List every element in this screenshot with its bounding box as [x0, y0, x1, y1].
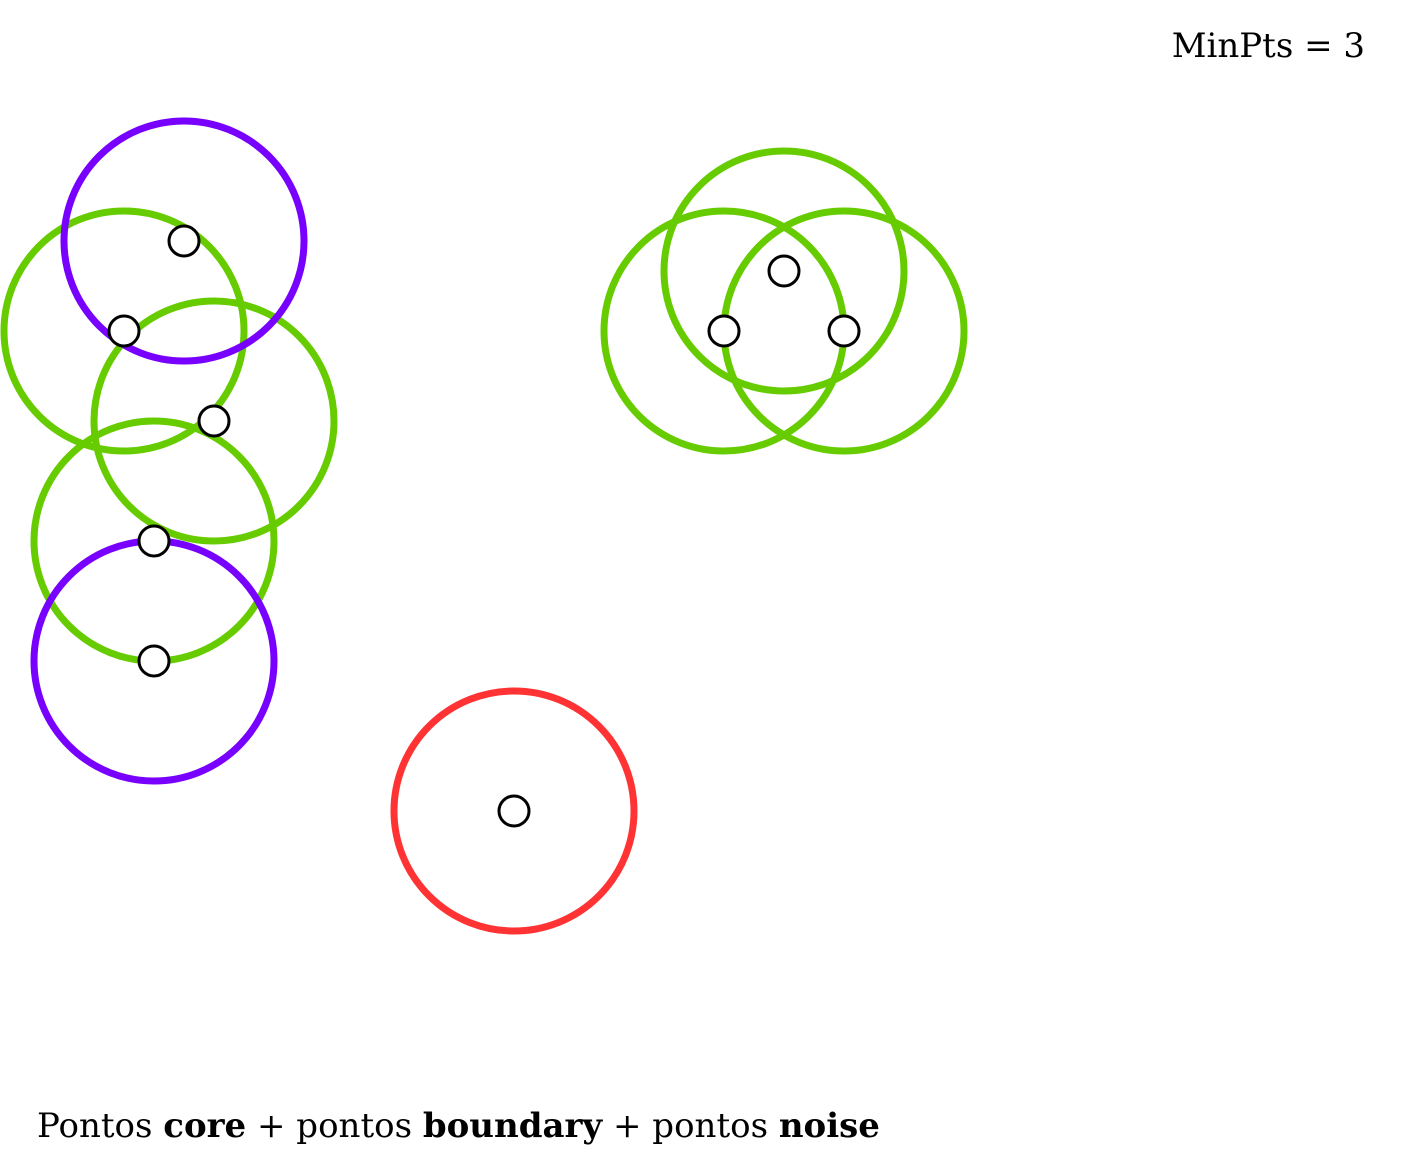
- noise-neighborhood-ring: [390, 687, 638, 935]
- core-point: [137, 524, 171, 558]
- core-point: [107, 314, 141, 348]
- core-point: [767, 254, 801, 288]
- caption-text-1: Pontos: [37, 1106, 164, 1146]
- caption-boundary: boundary: [422, 1106, 603, 1146]
- core-neighborhood-ring: [660, 147, 908, 395]
- caption-text-2: + pontos: [246, 1106, 423, 1146]
- core-neighborhood-ring: [90, 297, 338, 545]
- boundary-point: [137, 644, 171, 678]
- caption-core: core: [163, 1106, 247, 1146]
- core-point: [827, 314, 861, 348]
- minpts-label: MinPts = 3: [1171, 26, 1365, 66]
- neighborhood-rings: [0, 117, 968, 935]
- core-point: [707, 314, 741, 348]
- core-neighborhood-ring: [0, 207, 248, 455]
- boundary-point: [167, 224, 201, 258]
- caption-noise: noise: [778, 1106, 880, 1146]
- caption: Pontos core + pontos boundary + pontos n…: [37, 1106, 880, 1146]
- noise-point: [497, 794, 531, 828]
- core-point: [197, 404, 231, 438]
- boundary-neighborhood-ring: [60, 117, 308, 365]
- caption-text-3: + pontos: [602, 1106, 779, 1146]
- data-points: [107, 224, 861, 828]
